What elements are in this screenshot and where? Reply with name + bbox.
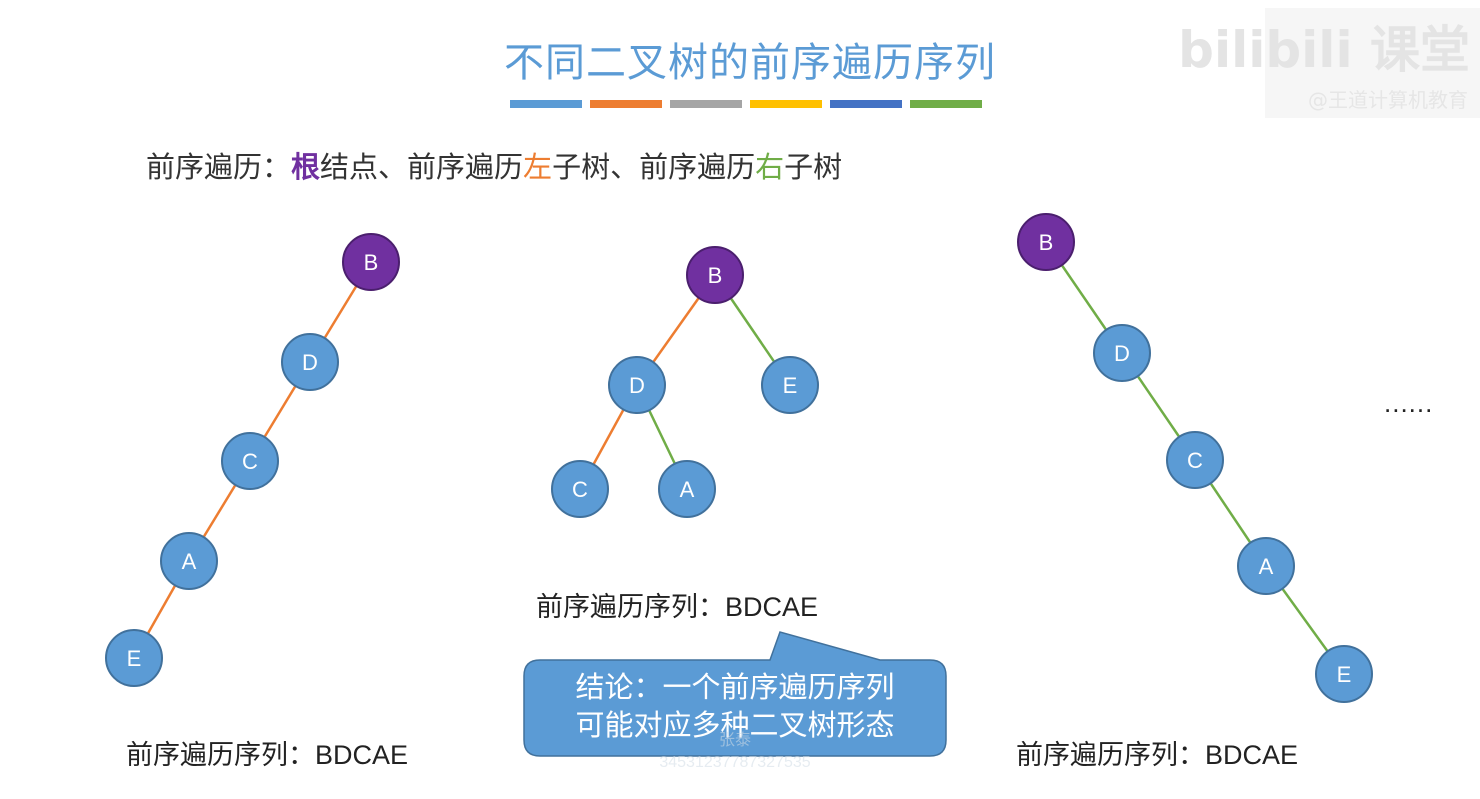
color-bar-strip [510,100,982,108]
more-trees-ellipsis: ...... [1384,388,1434,418]
tree-1-node-b: B [342,233,400,291]
conclusion-callout-bubble [523,631,947,757]
definition-part2: 子树、前序遍历 [552,150,756,184]
tree-3-sequence-label: 前序遍历序列： [1016,740,1205,771]
definition-right: 右 [755,150,785,184]
slide-title: 不同二叉树的前序遍历序列 [504,40,996,86]
color-bar [510,100,582,108]
tree-3-sequence-value: BDCAE [1205,740,1299,770]
svg-text:B: B [708,263,723,288]
tree-2-node-c: C [551,460,609,518]
definition-root: 根 [291,150,321,184]
watermark-subtitle: @王道计算机教育 [1308,88,1468,112]
tree-3-node-b: B [1017,213,1075,271]
tree-2-sequence: 前序遍历序列：BDCAE [536,585,818,624]
faint-watermark-line-1: 张泰 [718,732,751,749]
tree-1-sequence: 前序遍历序列：BDCAE [126,733,408,772]
tree-1-node-a: A [160,532,218,590]
svg-text:A: A [680,477,695,502]
tree-1: B D C A E [105,233,400,687]
svg-text:E: E [127,646,142,671]
svg-text:D: D [1114,341,1130,366]
tree-2-node-b: B [686,246,744,304]
svg-text:A: A [182,549,197,574]
svg-text:C: C [1187,448,1203,473]
svg-text:C: C [572,477,588,502]
color-bar [670,100,742,108]
definition-left: 左 [523,150,553,184]
color-bar [750,100,822,108]
svg-text:E: E [1337,662,1352,687]
svg-text:D: D [629,373,645,398]
color-bar [590,100,662,108]
faint-watermark-line-2: 34531237787327535 [659,754,811,771]
tree-1-node-e: E [105,629,163,687]
tree-3-node-e: E [1315,645,1373,703]
color-bar [830,100,902,108]
callout-line-1: 结论：一个前序遍历序列 [575,670,895,704]
tree-1-sequence-label: 前序遍历序列： [126,740,315,771]
tree-1-node-d: D [281,333,339,391]
tree-2-sequence-value: BDCAE [725,592,819,622]
definition-part1: 结点、前序遍历 [320,150,524,184]
conclusion-callout-text: 结论：一个前序遍历序列 可能对应多种二叉树形态 [522,668,948,744]
tree-3-node-a: A [1237,537,1295,595]
color-bar [910,100,982,108]
tree-3-node-c: C [1166,431,1224,489]
svg-text:A: A [1259,554,1274,579]
tree-1-node-c: C [221,432,279,490]
svg-text:D: D [302,350,318,375]
tree-2-node-a: A [658,460,716,518]
svg-text:E: E [783,373,798,398]
tree-3-node-d: D [1093,324,1151,382]
callout-line-2: 可能对应多种二叉树形态 [575,708,895,742]
svg-text:B: B [1039,230,1054,255]
tree-2-node-d: D [608,356,666,414]
tree-3-sequence: 前序遍历序列：BDCAE [1016,733,1298,772]
tree-3: B D C A E [1017,213,1373,703]
tree-2-sequence-label: 前序遍历序列： [536,592,725,623]
faint-user-watermark: 张泰 34531237787327535 [630,730,840,774]
tree-2: B D E C A [551,246,819,518]
bilibili-watermark: bilibili 课堂 @王道计算机教育 [1178,8,1480,118]
svg-text:B: B [364,250,379,275]
tree-1-sequence-value: BDCAE [315,740,409,770]
preorder-definition: 前序遍历：根结点、前序遍历左子树、前序遍历右子树 [146,144,842,186]
tree-2-node-e: E [761,356,819,414]
svg-text:C: C [242,449,258,474]
definition-prefix: 前序遍历： [146,150,292,184]
watermark-logo: bilibili 课堂 [1178,21,1470,79]
definition-part3: 子树 [784,150,843,184]
